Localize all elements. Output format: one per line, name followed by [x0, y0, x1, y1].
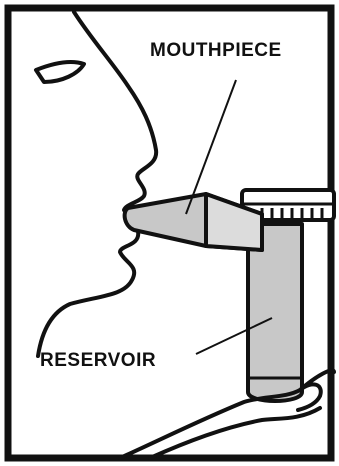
cap-ridges: [262, 208, 322, 218]
reservoir-label: RESERVOIR: [40, 350, 156, 372]
mouthpiece-label: MOUTHPIECE: [150, 40, 282, 62]
